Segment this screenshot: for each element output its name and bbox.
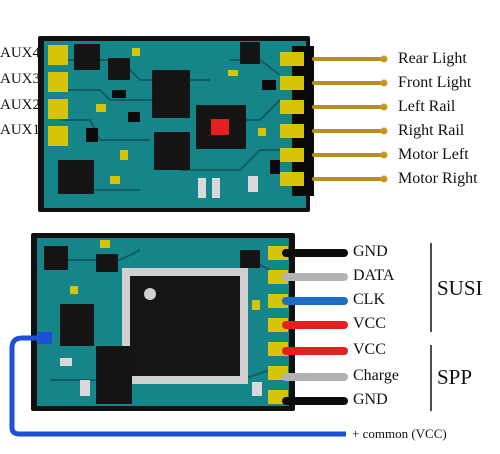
pin-label-gnd: GND [353,391,388,408]
pin-label-data: DATA [353,267,395,284]
pin-label-rear-light: Rear Light [398,50,467,67]
top-decoder-board [38,36,388,212]
aux-label: AUX2 [0,97,40,113]
top-pin-header [280,46,314,196]
common-vcc-label: + common (VCC) [352,426,447,441]
pin-label-clk: CLK [353,291,385,308]
group-label-spp: SPP [437,365,473,389]
aux-label: AUX4 [0,45,40,61]
pin-label-motor-left: Motor Left [398,146,469,163]
group-label-susi: SUSI [437,276,483,300]
pin-label-left-rail: Left Rail [398,98,456,115]
bottom-pin-header [268,246,288,404]
top-gold-wires [312,57,384,181]
aux-label: AUX3 [0,71,40,87]
pin-label-vcc: VCC [353,315,386,332]
bottom-decoder-board [9,233,348,437]
pin-label-right-rail: Right Rail [398,122,465,139]
aux-label: AUX1 [0,122,40,138]
pin-label-motor-right: Motor Right [398,170,478,187]
bottom-wires [282,249,348,405]
pin-label-vcc: VCC [353,341,386,358]
red-led [211,119,229,135]
pin-label-charge: Charge [353,367,399,384]
aux-pads [48,45,68,146]
common-vcc-wire [9,335,346,437]
pin-label-gnd: GND [353,243,388,260]
pin-label-front-light: Front Light [398,74,472,91]
